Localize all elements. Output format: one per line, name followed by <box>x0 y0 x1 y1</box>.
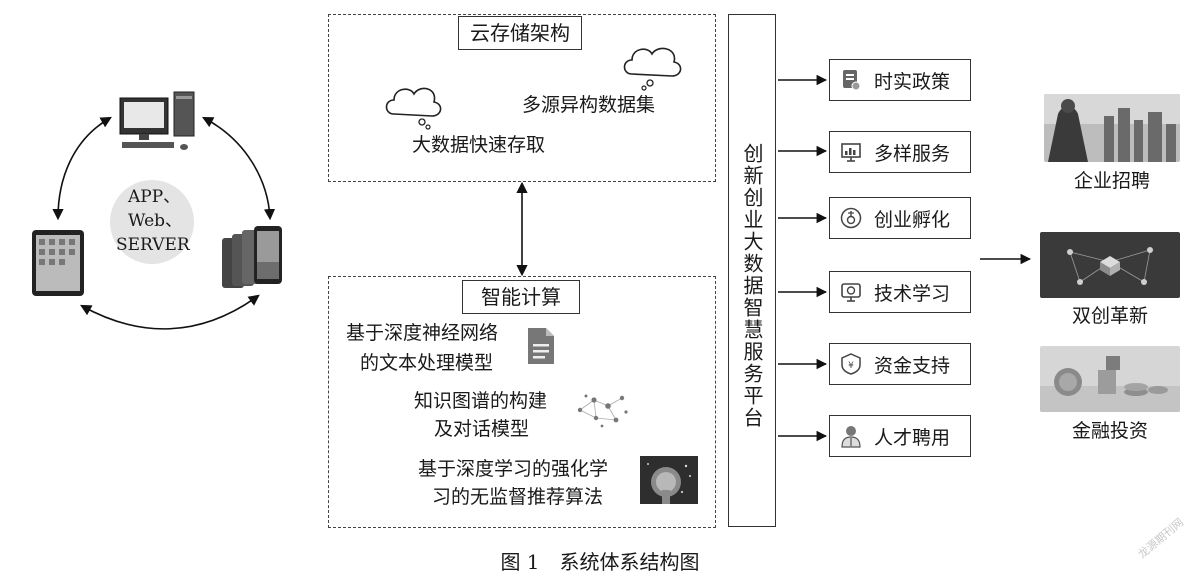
innovation-image <box>1040 232 1180 298</box>
document-icon <box>528 328 554 364</box>
cloud-storage-box <box>328 14 716 182</box>
service-funding[interactable]: ¥ 资金支持 <box>829 343 971 385</box>
finance-image <box>1040 346 1180 412</box>
cloud-icon-left <box>385 87 442 130</box>
intelligent-computing-title: 智能计算 <box>462 280 580 314</box>
service-label: 人才聘用 <box>874 426 951 449</box>
services-to-outcomes-arrow <box>980 253 1032 265</box>
desktop-computer-icon <box>119 91 195 150</box>
client-devices-diagram <box>32 91 282 330</box>
chart-board-icon <box>840 141 862 163</box>
platform-service-arrows <box>778 74 828 442</box>
client-label-app: APP、 <box>128 187 181 207</box>
cloud-icon-right <box>623 47 682 91</box>
policy-doc-icon <box>840 69 862 91</box>
model2-line1: 知识图谱的构建 <box>414 390 548 412</box>
platform-box: 创新创业大数据智慧服务平台 <box>728 14 776 527</box>
model2-line2: 及对话模型 <box>434 418 530 440</box>
model1-line2: 的文本处理模型 <box>360 352 494 374</box>
tablet-icon <box>32 230 84 296</box>
arrow-desktop-tablet <box>52 116 112 221</box>
service-label: 创业孵化 <box>874 208 951 231</box>
service-label: 时实政策 <box>874 70 951 93</box>
service-policy[interactable]: 时实政策 <box>829 59 971 101</box>
money-shield-icon: ¥ <box>840 353 862 375</box>
service-talent[interactable]: 人才聘用 <box>829 415 971 457</box>
knowledge-graph-icon <box>577 394 628 428</box>
cloud-storage-title: 云存储架构 <box>458 16 582 50</box>
storage-compute-connector <box>516 181 528 277</box>
ai-brain-image <box>640 456 698 504</box>
doctor-person-icon <box>840 425 862 448</box>
model3-line2: 习的无监督推荐算法 <box>432 486 604 508</box>
client-label-web: Web、 <box>128 211 183 231</box>
svg-text:¥: ¥ <box>848 361 854 371</box>
monitor-icon <box>840 281 862 303</box>
service-diverse[interactable]: 多样服务 <box>829 131 971 173</box>
intelligent-computing-box <box>328 276 716 528</box>
label-bubble <box>110 180 194 264</box>
recruitment-image <box>1044 94 1180 162</box>
model3-line1: 基于深度学习的强化学 <box>418 458 609 480</box>
service-label: 资金支持 <box>874 354 951 377</box>
service-label: 技术学习 <box>874 282 951 305</box>
figure-caption: 图 1 系统体系结构图 <box>500 550 700 574</box>
outcome-recruitment: 企业招聘 <box>1073 170 1150 192</box>
fast-access-label: 大数据快速存取 <box>412 134 546 156</box>
arrow-desktop-phone <box>202 116 276 221</box>
platform-title: 创新创业大数据智慧服务平台 <box>740 143 764 429</box>
multisource-dataset-label: 多源异构数据集 <box>522 94 656 116</box>
service-tech-learning[interactable]: 技术学习 <box>829 271 971 313</box>
client-label-server: SERVER <box>116 235 190 255</box>
service-incubation[interactable]: 创业孵化 <box>829 197 971 239</box>
incubation-icon <box>840 207 862 229</box>
arrow-tablet-phone <box>80 294 260 330</box>
smartphones-icon <box>222 226 282 288</box>
service-label: 多样服务 <box>874 142 951 165</box>
outcome-finance: 金融投资 <box>1071 420 1148 442</box>
outcome-innovation: 双创革新 <box>1071 305 1148 327</box>
model1-line1: 基于深度神经网络 <box>346 322 499 344</box>
